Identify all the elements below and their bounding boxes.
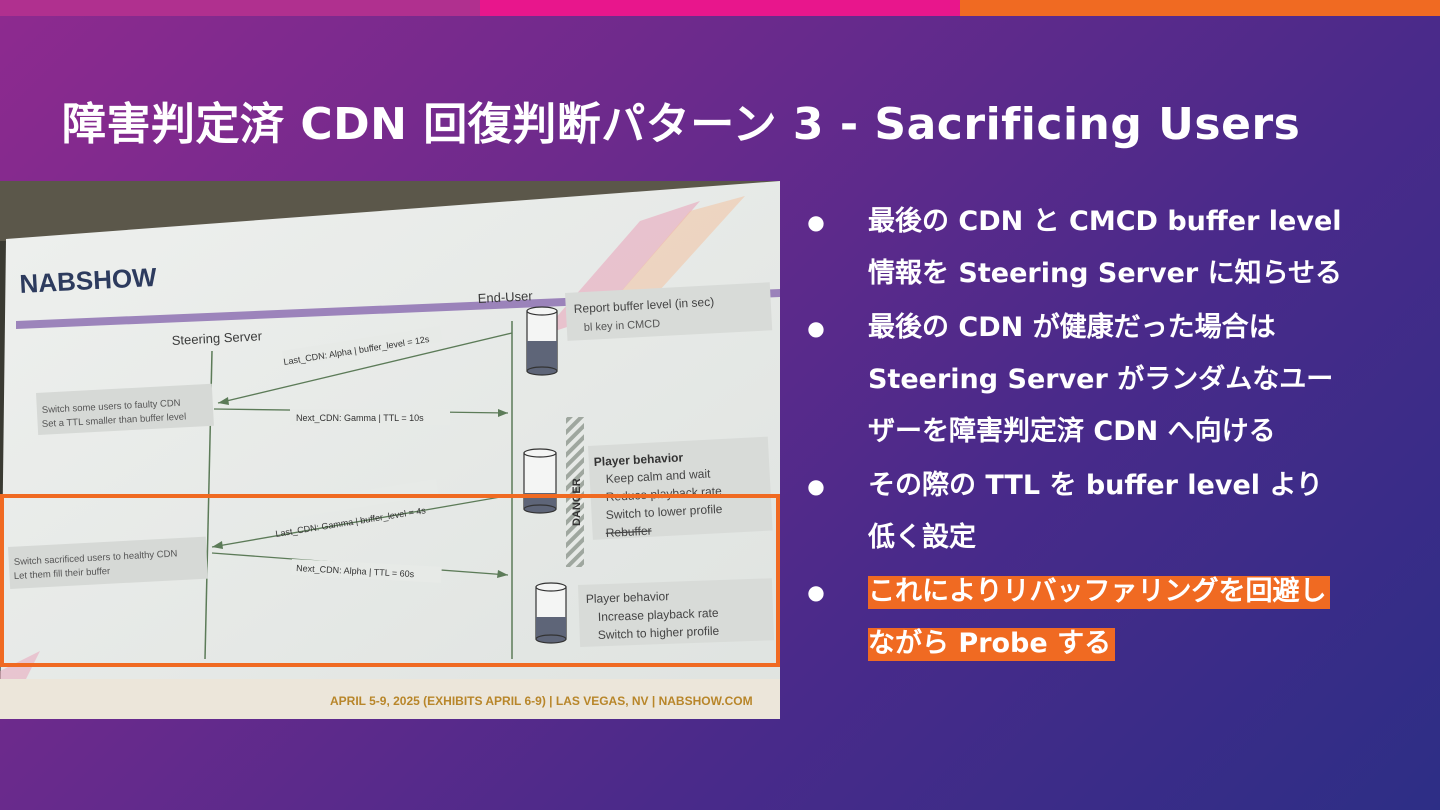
- bullet-item: ● その際の TTL を buffer level より 低く設定: [806, 460, 1406, 564]
- bullet-list: ● 最後の CDN と CMCD buffer level 情報を Steeri…: [806, 196, 1406, 672]
- bullet-dot-icon: ●: [806, 460, 826, 512]
- bullet-item: ● 最後の CDN と CMCD buffer level 情報を Steeri…: [806, 196, 1406, 300]
- bullet-line: 最後の CDN が健康だった場合は: [868, 312, 1276, 343]
- accent-bar-right: [960, 0, 1440, 16]
- buffer-cylinder-1: [527, 307, 557, 375]
- bullet-dot-icon: ●: [806, 302, 826, 354]
- bullet-dot-icon: ●: [806, 196, 826, 248]
- highlight-box: [0, 494, 780, 667]
- bullet-item-highlighted: ● これによりリバッファリングを回避し ながら Probe する: [806, 566, 1406, 670]
- accent-bar-left: [0, 0, 480, 16]
- bullet-line-highlighted: ながら Probe する: [868, 628, 1115, 661]
- bullet-line: 最後の CDN と CMCD buffer level: [868, 206, 1342, 237]
- bullet-line: 低く設定: [868, 522, 976, 553]
- nabshow-footer: APRIL 5-9, 2025 (EXHIBITS APRIL 6-9) | L…: [330, 694, 753, 708]
- bullet-line: 情報を Steering Server に知らせる: [868, 258, 1342, 289]
- top-accent-bar: [0, 0, 1440, 16]
- bullet-line: その際の TTL を buffer level より: [868, 470, 1323, 501]
- accent-bar-middle: [480, 0, 960, 16]
- bullet-item: ● 最後の CDN が健康だった場合は Steering Server がランダ…: [806, 302, 1406, 458]
- bullet-line: Steering Server がランダムなユー: [868, 364, 1333, 395]
- message-2: Next_CDN: Gamma | TTL = 10s: [296, 413, 424, 423]
- bullet-dot-icon: ●: [806, 566, 826, 618]
- bullet-line: ザーを障害判定済 CDN へ向ける: [868, 416, 1276, 447]
- bullet-line-highlighted: これによりリバッファリングを回避し: [868, 576, 1330, 609]
- end-user-label: End-User: [477, 288, 533, 306]
- slide-title: 障害判定済 CDN 回復判断パターン 3 - Sacrificing Users: [62, 88, 1402, 152]
